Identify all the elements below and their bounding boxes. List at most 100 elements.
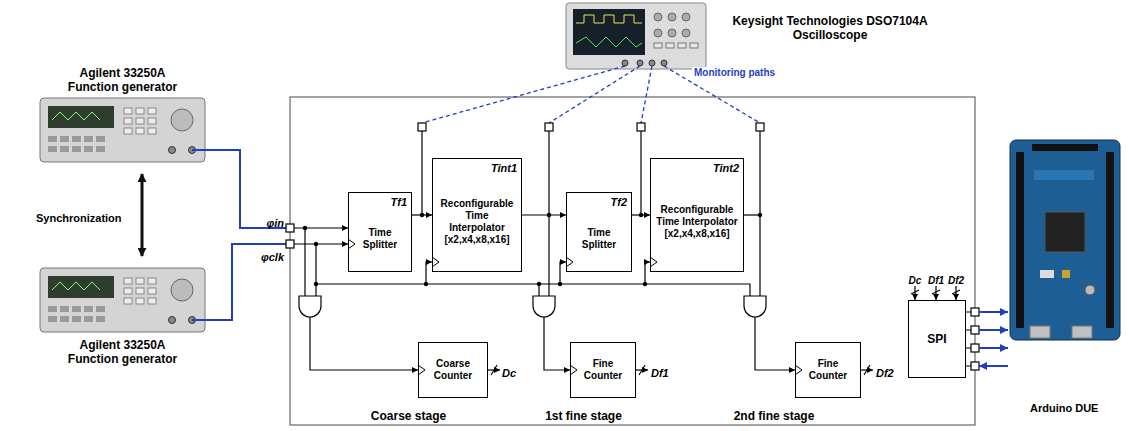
pin-pad — [971, 362, 979, 370]
junction-dot — [758, 213, 762, 217]
pin-pad — [545, 123, 553, 131]
signal-arrow — [632, 214, 650, 215]
wire — [744, 214, 760, 215]
clock-input — [570, 365, 577, 375]
oscilloscope-icon — [682, 29, 690, 37]
function-generator — [48, 276, 114, 298]
clock-input — [566, 257, 573, 267]
clock-input — [348, 239, 355, 249]
function-generator — [40, 268, 205, 332]
wire — [294, 243, 348, 244]
junction-dot — [537, 282, 541, 286]
arduino-board — [1045, 212, 1085, 252]
oscilloscope-icon — [668, 13, 676, 21]
signal-name-holder: φclk — [244, 247, 284, 265]
function-generator — [136, 278, 144, 284]
function-generator — [60, 136, 69, 142]
oscilloscope-icon — [668, 29, 676, 37]
arduino-board — [1034, 170, 1094, 180]
sync-label-holder: Synchronization — [36, 208, 136, 226]
board-outline — [290, 97, 975, 425]
arduino-board — [1062, 270, 1070, 278]
oscilloscope-icon — [661, 60, 667, 66]
function-generator — [72, 146, 81, 152]
arduino-board — [1016, 152, 1024, 328]
function-generator — [136, 128, 144, 134]
block-title: Reconfigurable Time Interpolator [x2,x4,… — [655, 204, 739, 240]
function-generator — [72, 136, 81, 142]
oscilloscope-icon — [622, 60, 667, 66]
wire — [316, 284, 750, 296]
time-interpolator: Tint2Reconfigurable Time Interpolator [x… — [650, 158, 744, 272]
instrument-label: Agilent 33250A Function generator — [55, 338, 190, 366]
time-splitter: Tf2Time Splitter — [566, 192, 632, 272]
input-name-holder: Df1 — [926, 270, 946, 288]
stage-region: 1st fine stageTf1Time SplitterTint1Recon… — [333, 122, 650, 423]
stage-label-holder: 2nd fine stage — [650, 406, 898, 424]
stage-label-holder: 1st fine stage — [517, 406, 650, 424]
function-generator — [60, 146, 69, 152]
function-generator — [124, 278, 156, 304]
function-generator — [171, 109, 193, 131]
function-generator — [148, 298, 156, 304]
output-name-holder: Df2 — [876, 363, 902, 381]
function-generator — [72, 316, 81, 322]
clock-input — [432, 257, 439, 267]
stage-label-holder: Coarse stage — [300, 406, 517, 424]
function-generator — [136, 288, 144, 294]
function-generator — [124, 118, 132, 124]
counter-box: Fine Counter — [570, 342, 636, 398]
function-generator — [96, 316, 105, 322]
time-splitter: Tf1Time Splitter — [348, 192, 412, 272]
oscilloscope-icon — [576, 37, 642, 47]
function-generator — [124, 108, 156, 134]
wire — [544, 317, 570, 370]
and-gate — [299, 296, 321, 317]
pin-pad — [637, 123, 645, 131]
function-generator — [148, 288, 156, 294]
function-generator — [171, 279, 193, 301]
stage-label: 1st fine stage — [545, 409, 622, 423]
signal-name: φin — [266, 217, 284, 230]
junction-dot — [424, 282, 428, 286]
instrument-label-holder: Keysight Technologies DSO7104A Oscillosc… — [712, 14, 948, 43]
arduino-board — [1085, 285, 1095, 295]
pin-pad — [971, 344, 979, 352]
wire — [955, 286, 956, 300]
junction-dot — [643, 282, 647, 286]
arduino-board — [1030, 326, 1050, 338]
spi-line — [979, 347, 1008, 349]
spi-line — [979, 329, 1008, 331]
counter-box: Fine Counter — [795, 342, 861, 398]
wire — [421, 131, 422, 215]
and-gate — [533, 296, 555, 317]
monitor-label-holder: Monitoring paths — [692, 62, 802, 80]
signal-cable — [192, 150, 286, 228]
stage-fill — [333, 122, 650, 404]
signal-name-holder: φin — [244, 213, 284, 231]
block-title: Coarse Counter — [423, 358, 483, 382]
spi-line — [979, 311, 1008, 313]
oscilloscope-icon — [573, 9, 645, 55]
function-generator — [136, 108, 144, 114]
junction-dot — [314, 282, 318, 286]
instrument-label: Arduino DUE — [1030, 402, 1098, 415]
function-generator — [48, 146, 57, 152]
output-name-holder: Df1 — [651, 363, 677, 381]
instrument-label-holder: Agilent 33250A Function generator — [55, 338, 190, 367]
pin-pad — [971, 308, 979, 316]
oscilloscope-icon — [654, 13, 662, 21]
function-generator — [84, 306, 93, 312]
junction-dot — [558, 282, 562, 286]
spi-line — [979, 312, 1008, 366]
function-generator — [148, 108, 156, 114]
wire — [966, 312, 971, 366]
arduino-board — [1040, 270, 1054, 278]
wire — [640, 131, 641, 215]
delay-symbol: Tf1 — [353, 196, 407, 209]
function-generator — [48, 316, 57, 322]
arduino-board — [1010, 140, 1120, 340]
signal-cable — [192, 244, 286, 320]
